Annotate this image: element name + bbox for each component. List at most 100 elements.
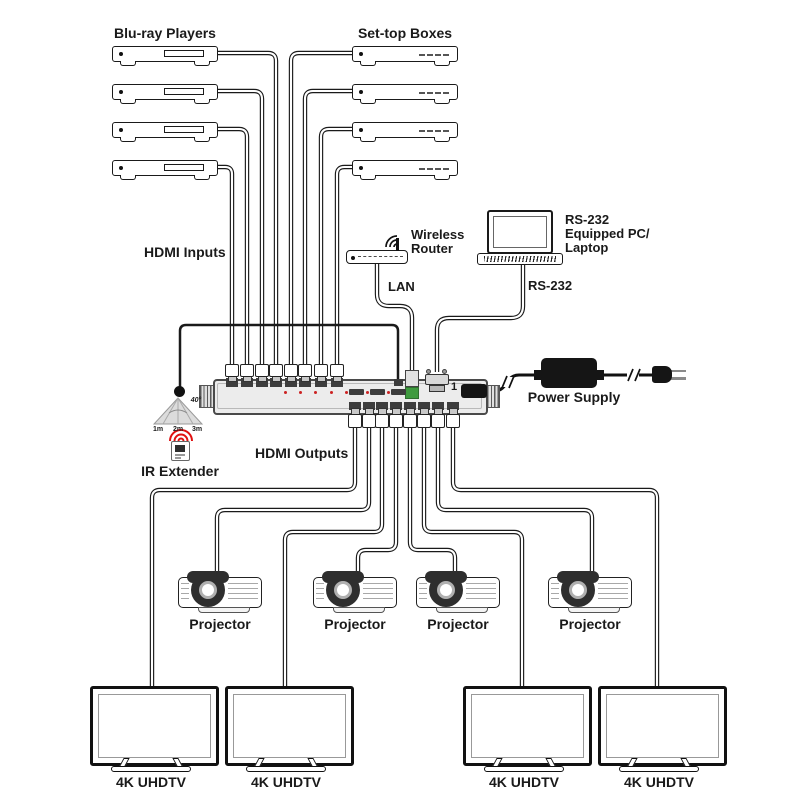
hdmi-output-slot xyxy=(376,402,388,410)
projector-vent-line xyxy=(419,588,427,589)
cable-12 xyxy=(407,426,458,578)
db9-connector-flange xyxy=(429,385,445,392)
projector-vent-line xyxy=(228,588,258,589)
pc-label-line2: Equipped PC/ xyxy=(565,226,650,241)
power-brick xyxy=(541,358,597,388)
hdmi-output-plug xyxy=(375,414,389,428)
projector-vent-line xyxy=(598,583,628,584)
projector-vent-line xyxy=(228,583,258,584)
port-led xyxy=(366,391,369,394)
projector-vent-line xyxy=(316,593,324,594)
projector-vent-line xyxy=(316,588,324,589)
plug-prong-bottom xyxy=(671,377,686,380)
device-foot-left xyxy=(360,61,376,66)
ir-cone-icon xyxy=(152,397,204,425)
hdmi-input-plug xyxy=(225,364,239,377)
ir-signal-icon xyxy=(169,429,193,442)
ir-distance-3m: 3m xyxy=(191,426,203,433)
hdmi-output-slot xyxy=(418,402,430,410)
remote-button-row2 xyxy=(175,457,181,459)
projector-vent-line xyxy=(598,588,628,589)
projector-label: Projector xyxy=(427,616,489,632)
ir-extender-label: IR Extender xyxy=(141,463,219,479)
router-label-line2: Router xyxy=(411,241,453,256)
projector-vent-line xyxy=(228,598,258,599)
power-led xyxy=(359,128,363,132)
projector-vent-line xyxy=(181,593,189,594)
aux-port-slot xyxy=(370,389,385,395)
power-led xyxy=(119,90,123,94)
power-led xyxy=(359,166,363,170)
ir-angle-label: 40° xyxy=(190,397,202,404)
projector-lens xyxy=(199,581,217,599)
projector-vent-line xyxy=(181,598,189,599)
disc-tray xyxy=(164,126,204,133)
projector-vent-line xyxy=(228,593,258,594)
tv-base xyxy=(111,766,191,772)
cable-break xyxy=(627,370,639,380)
hdmi-input-plug xyxy=(330,364,344,377)
hdmi-output-plug xyxy=(362,414,376,428)
hdmi-input-slot xyxy=(256,378,268,387)
hdmi-output-plug xyxy=(403,414,417,428)
ir-distance-2m: 2m xyxy=(172,426,184,433)
projector-vent-line xyxy=(181,588,189,589)
projector-foot xyxy=(568,607,620,613)
lan-label: LAN xyxy=(388,279,415,294)
power-jack xyxy=(461,384,487,398)
set-top-box xyxy=(352,46,458,62)
set-top-box xyxy=(352,122,458,138)
hdmi-output-plug xyxy=(446,414,460,428)
pc-label-line3: Laptop xyxy=(565,240,609,255)
port-led xyxy=(387,391,390,394)
tv-base xyxy=(246,766,326,772)
cable-break xyxy=(501,377,513,387)
lan-connector-body xyxy=(405,370,419,387)
hdmi-output-slot xyxy=(363,402,375,410)
projector-label: Projector xyxy=(189,616,251,632)
router-label-line1: Wireless xyxy=(411,227,465,242)
cable-11 xyxy=(355,426,399,578)
hdmi-input-slot xyxy=(285,378,297,387)
hdmi-inputs-label: HDMI Inputs xyxy=(144,244,226,260)
device-foot-right xyxy=(194,99,210,104)
device-foot-left xyxy=(360,175,376,180)
ir-port xyxy=(394,379,403,386)
device-foot-right xyxy=(434,99,450,104)
settop-boxes-label: Set-top Boxes xyxy=(357,25,453,41)
projector-vent-line xyxy=(466,588,496,589)
projector-vent-line xyxy=(419,583,427,584)
hdmi-outputs-label: HDMI Outputs xyxy=(255,445,349,461)
blu-ray-player xyxy=(112,84,218,100)
tv-label: 4K UHDTV xyxy=(488,774,560,790)
cable-7 xyxy=(334,164,352,370)
hdmi-input-slot xyxy=(315,378,327,387)
disc-tray xyxy=(164,88,204,95)
cable-1 xyxy=(218,88,265,370)
switcher-face-mark: 1 xyxy=(451,381,458,393)
status-led xyxy=(284,391,287,394)
power-plug xyxy=(652,366,672,383)
vent-dashes xyxy=(419,54,449,56)
status-led xyxy=(314,391,317,394)
device-foot-right xyxy=(434,61,450,66)
hdmi-output-slot xyxy=(432,402,444,410)
projector-lens xyxy=(334,581,352,599)
hdmi-input-plug xyxy=(284,364,298,377)
cable-5 xyxy=(302,88,352,370)
hdmi-input-slot xyxy=(270,378,282,387)
projector-lens xyxy=(437,581,455,599)
tv-label: 4K UHDTV xyxy=(250,774,322,790)
projector-vent-line xyxy=(598,593,628,594)
blu-ray-player xyxy=(112,46,218,62)
device-foot-right xyxy=(194,61,210,66)
projector-foot xyxy=(436,607,488,613)
tv-frame xyxy=(224,686,354,766)
power-brick-nub-right xyxy=(595,370,604,380)
projector-vent-line xyxy=(466,598,496,599)
hdmi-output-plug xyxy=(431,414,445,428)
device-foot-right xyxy=(194,137,210,142)
tv-frame xyxy=(462,686,592,766)
tv-base xyxy=(484,766,564,772)
